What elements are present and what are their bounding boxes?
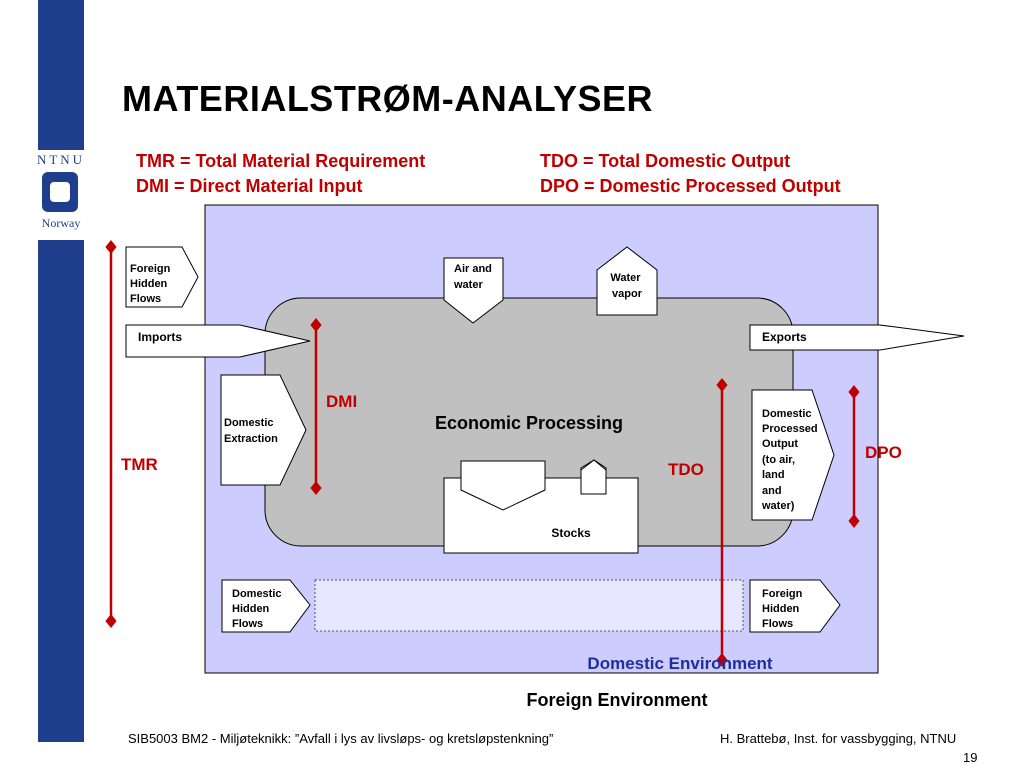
water-vapor-label: Water vapor bbox=[610, 272, 643, 300]
dpo-span-bottom-marker bbox=[848, 513, 860, 529]
dpo-span-top-marker bbox=[848, 384, 860, 400]
domestic-hidden-flows-arrow bbox=[221, 579, 311, 633]
foreign-hidden-flows-out-label: Foreign Hidden Flows bbox=[762, 588, 805, 630]
foreign-hidden-flows-in-label: Foreign Hidden Flows bbox=[130, 263, 173, 305]
dmi-span-top-marker bbox=[310, 317, 322, 333]
domestic-processed-output-arrow bbox=[751, 389, 835, 521]
foreign-environment-label: Foreign Environment bbox=[526, 690, 707, 710]
economic-processing-label: Economic Processing bbox=[435, 413, 623, 433]
domestic-environment-label: Domestic Environment bbox=[587, 654, 772, 673]
tmr-span-bottom-marker bbox=[105, 613, 117, 629]
imports-arrow bbox=[125, 324, 311, 358]
foreign-hidden-flows-in-arrow bbox=[125, 246, 199, 308]
dmi-span-bottom-marker bbox=[310, 480, 322, 496]
footer-author: H. Brattebø, Inst. for vassbygging, NTNU bbox=[720, 731, 957, 746]
logo-mark-icon bbox=[42, 172, 78, 212]
stocks-inflow-arrow bbox=[460, 460, 546, 511]
ntnu-logo: NTNU Norway bbox=[30, 150, 92, 240]
air-and-water-label: Air and water bbox=[453, 263, 495, 291]
domestic-processed-output-label: Domestic Processed Output (to air, land … bbox=[761, 408, 821, 512]
imports-label: Imports bbox=[138, 330, 182, 344]
page-title: MATERIALSTRØM-ANALYSER bbox=[122, 78, 653, 119]
logo-bottom-text: Norway bbox=[41, 216, 81, 230]
domestic-hidden-flows-label: Domestic Hidden Flows bbox=[232, 588, 285, 630]
definition-tdo: TDO = Total Domestic Output bbox=[540, 151, 791, 171]
hidden-flows-band bbox=[314, 579, 744, 632]
stocks-label: Stocks bbox=[551, 526, 591, 540]
tdo-span-bottom-marker bbox=[716, 652, 728, 668]
definition-dpo: DPO = Domestic Processed Output bbox=[540, 176, 841, 196]
logo-top-text: NTNU bbox=[36, 152, 86, 167]
dpo-label: DPO bbox=[865, 443, 902, 462]
tmr-span-top-marker bbox=[105, 239, 117, 255]
tmr-label: TMR bbox=[121, 455, 158, 474]
domestic-extraction-label: Domestic Extraction bbox=[224, 417, 278, 445]
exports-arrow bbox=[749, 324, 965, 351]
tdo-label: TDO bbox=[668, 460, 704, 479]
air-and-water-arrow bbox=[443, 257, 504, 324]
exports-label: Exports bbox=[762, 330, 807, 344]
dmi-label: DMI bbox=[326, 392, 357, 411]
definition-tmr: TMR = Total Material Requirement bbox=[136, 151, 426, 171]
stocks-outflow-arrow bbox=[580, 459, 607, 495]
foreign-hidden-flows-out-arrow bbox=[749, 579, 841, 633]
footer-course: SIB5003 BM2 - Miljøteknikk: ”Avfall i ly… bbox=[128, 731, 554, 746]
domestic-extraction-arrow bbox=[220, 374, 307, 486]
definition-dmi: DMI = Direct Material Input bbox=[136, 176, 363, 196]
tdo-span-top-marker bbox=[716, 377, 728, 393]
page-number: 19 bbox=[963, 750, 978, 765]
water-vapor-arrow bbox=[596, 246, 658, 316]
sidebar-bar bbox=[38, 0, 84, 742]
